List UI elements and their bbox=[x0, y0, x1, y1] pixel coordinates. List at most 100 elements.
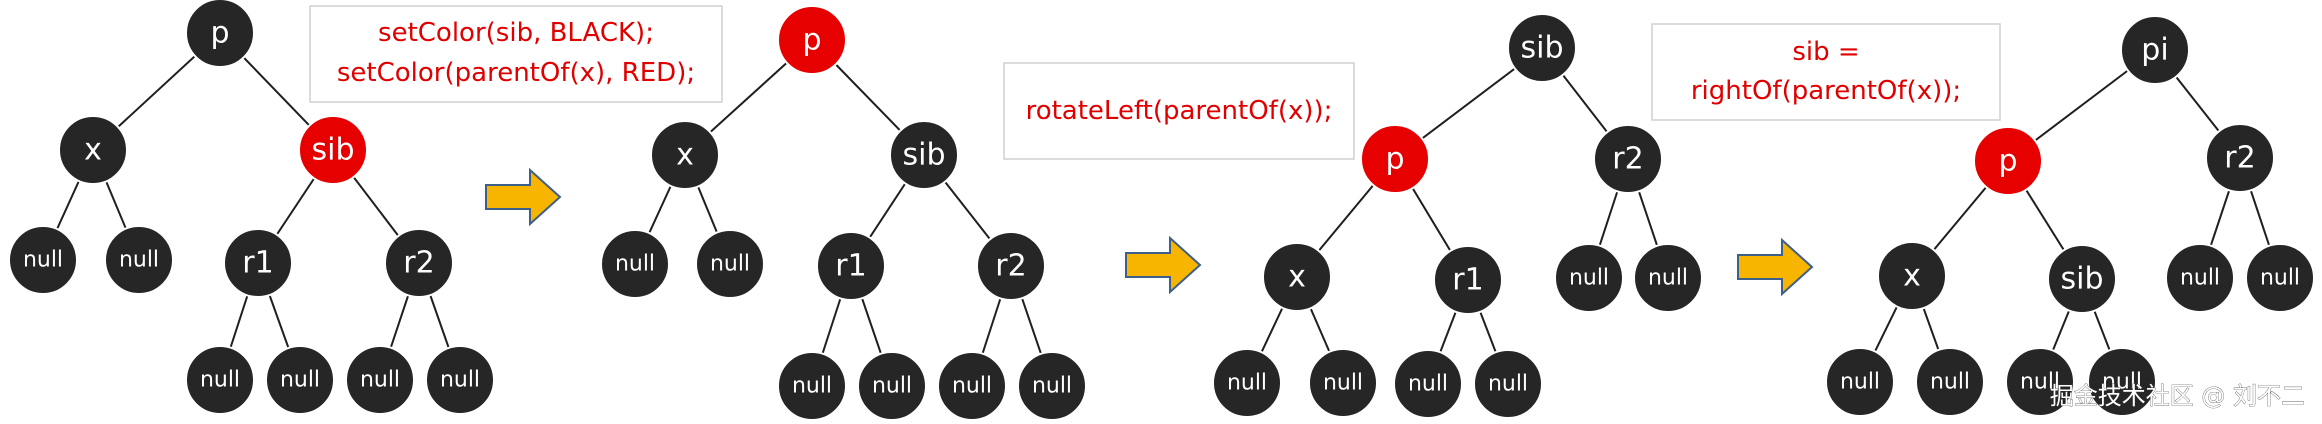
panel-2-node-p: p bbox=[777, 5, 847, 75]
panel-2-node-r2-circle bbox=[976, 231, 1046, 301]
panel-1-node-n1-label: null bbox=[23, 248, 63, 273]
code-box-1: setColor(sib, BLACK);setColor(parentOf(x… bbox=[309, 5, 723, 103]
panel-2-node-n5: null bbox=[937, 351, 1007, 421]
watermark-text: 掘金技术社区 @ 刘不二 bbox=[2050, 382, 2305, 410]
panel-3-node-r1-label: r1 bbox=[1452, 263, 1483, 298]
panel-4-node-n4: null bbox=[2087, 347, 2157, 417]
code-box-2-frame bbox=[1003, 62, 1355, 160]
panel-4-node-sib-label: sib bbox=[2060, 262, 2103, 297]
panel-2-node-n1-circle bbox=[600, 229, 670, 299]
panel-1-node-p: p bbox=[185, 0, 255, 68]
panel-3-node-sib-circle bbox=[1507, 13, 1577, 83]
panel-1-node-sib: sib bbox=[298, 115, 368, 185]
panel-4-node-n3: null bbox=[2005, 347, 2075, 417]
panel-3-node-n6-circle bbox=[1633, 243, 1703, 313]
panel-1-node-n3-label: null bbox=[200, 368, 240, 393]
panel-4-node-n4-label: null bbox=[2102, 370, 2142, 395]
panel-1-node-n3: null bbox=[185, 345, 255, 415]
panel-1-node-x: x bbox=[58, 115, 128, 185]
panel-1-node-n1-circle bbox=[8, 225, 78, 295]
panel-4-node-sib-circle bbox=[2047, 244, 2117, 314]
panel-2-node-r1-label: r1 bbox=[835, 249, 866, 284]
panel-2-node-n6-label: null bbox=[1032, 374, 1072, 399]
panel-4-node-n6-circle bbox=[2245, 243, 2315, 313]
panel-1-node-n5: null bbox=[345, 345, 415, 415]
panel-2-node-x-label: x bbox=[676, 138, 694, 173]
panel-2-node-sib-circle bbox=[889, 120, 959, 190]
panel-1-node-n6-circle bbox=[425, 345, 495, 415]
panel-4-node-n4-circle bbox=[2087, 347, 2157, 417]
panel-4-node-sib: sib bbox=[2047, 244, 2117, 314]
panel-4-node-pi-label: pi bbox=[2141, 33, 2168, 68]
panel-2-node-n3-label: null bbox=[792, 374, 832, 399]
panel-4-node-p-label: p bbox=[1998, 144, 2017, 179]
code-box-1-line-2: setColor(parentOf(x), RED); bbox=[337, 58, 695, 88]
panel-3-node-n3-label: null bbox=[1408, 372, 1448, 397]
panel-3-node-n3: null bbox=[1393, 349, 1463, 419]
panel-2-node-n1-label: null bbox=[615, 252, 655, 277]
panel-4-node-x-label: x bbox=[1903, 259, 1921, 294]
arrow-1-right-arrow-icon bbox=[485, 167, 562, 227]
panel-3-node-n3-circle bbox=[1393, 349, 1463, 419]
panel-4-node-x-circle bbox=[1877, 241, 1947, 311]
panel-2-node-x: x bbox=[650, 120, 720, 190]
panel-3-node-n1: null bbox=[1212, 348, 1282, 418]
panel-2-node-sib: sib bbox=[889, 120, 959, 190]
panel-4-node-n1-label: null bbox=[1840, 370, 1880, 395]
panel-1-node-n6-label: null bbox=[440, 368, 480, 393]
panel-1-node-x-circle bbox=[58, 115, 128, 185]
panel-1-node-r2: r2 bbox=[384, 228, 454, 298]
panel-2-node-n4-label: null bbox=[872, 374, 912, 399]
panel-1-node-p-circle bbox=[185, 0, 255, 68]
panel-4-node-n3-label: null bbox=[2020, 370, 2060, 395]
panel-2-node-r2-label: r2 bbox=[995, 249, 1026, 284]
panel-3-node-n2: null bbox=[1308, 348, 1378, 418]
panel-3-node-x-circle bbox=[1262, 242, 1332, 312]
arrow-2-right-arrow-icon bbox=[1125, 235, 1202, 295]
panel-2-node-n5-circle bbox=[937, 351, 1007, 421]
panel-3-node-p-circle bbox=[1360, 124, 1430, 194]
panel-3-node-r2-label: r2 bbox=[1612, 142, 1643, 177]
panel-3-node-n5: null bbox=[1554, 243, 1624, 313]
code-box-3-frame bbox=[1651, 23, 2001, 121]
panel-2-node-n6-circle bbox=[1017, 351, 1087, 421]
code-box-1-frame bbox=[309, 5, 723, 103]
panel-2-node-p-label: p bbox=[802, 23, 821, 58]
panel-1-node-r1: r1 bbox=[223, 228, 293, 298]
panel-2-node-n5-label: null bbox=[952, 374, 992, 399]
panel-1-node-n2-circle bbox=[104, 225, 174, 295]
panel-1-node-p-label: p bbox=[210, 16, 229, 51]
panel-2-node-r1: r1 bbox=[816, 231, 886, 301]
panel-4-node-n2-label: null bbox=[1930, 370, 1970, 395]
panel-4-node-n2-circle bbox=[1915, 347, 1985, 417]
panel-1-node-n3-circle bbox=[185, 345, 255, 415]
panel-2-node-x-circle bbox=[650, 120, 720, 190]
panel-2-node-r2: r2 bbox=[976, 231, 1046, 301]
panel-2-node-n3-circle bbox=[777, 351, 847, 421]
panel-4-node-n5: null bbox=[2165, 243, 2235, 313]
panel-2-node-p-circle bbox=[777, 5, 847, 75]
panel-4-node-n2: null bbox=[1915, 347, 1985, 417]
panel-3-node-n1-label: null bbox=[1227, 371, 1267, 396]
panel-4-node-r2: r2 bbox=[2205, 123, 2275, 193]
panel-3-node-x: x bbox=[1262, 242, 1332, 312]
panel-3-node-n4-circle bbox=[1473, 349, 1543, 419]
panel-3-node-r2-circle bbox=[1593, 124, 1663, 194]
panel-4-node-n1-circle bbox=[1825, 347, 1895, 417]
panel-4-node-n3-circle bbox=[2005, 347, 2075, 417]
panel-1-node-sib-label: sib bbox=[311, 133, 354, 168]
panel-3-node-n5-label: null bbox=[1569, 266, 1609, 291]
panel-2-node-n1: null bbox=[600, 229, 670, 299]
panel-2-node-n3: null bbox=[777, 351, 847, 421]
panel-2-node-r1-circle bbox=[816, 231, 886, 301]
panel-3-node-n6: null bbox=[1633, 243, 1703, 313]
panel-2-node-n2: null bbox=[695, 229, 765, 299]
panel-4-node-n6-label: null bbox=[2260, 266, 2300, 291]
panel-1-node-n1: null bbox=[8, 225, 78, 295]
panel-3-node-n5-circle bbox=[1554, 243, 1624, 313]
panel-1-node-n5-circle bbox=[345, 345, 415, 415]
panel-1-node-n4-label: null bbox=[280, 368, 320, 393]
panel-3-node-sib: sib bbox=[1507, 13, 1577, 83]
panel-1-node-r1-circle bbox=[223, 228, 293, 298]
